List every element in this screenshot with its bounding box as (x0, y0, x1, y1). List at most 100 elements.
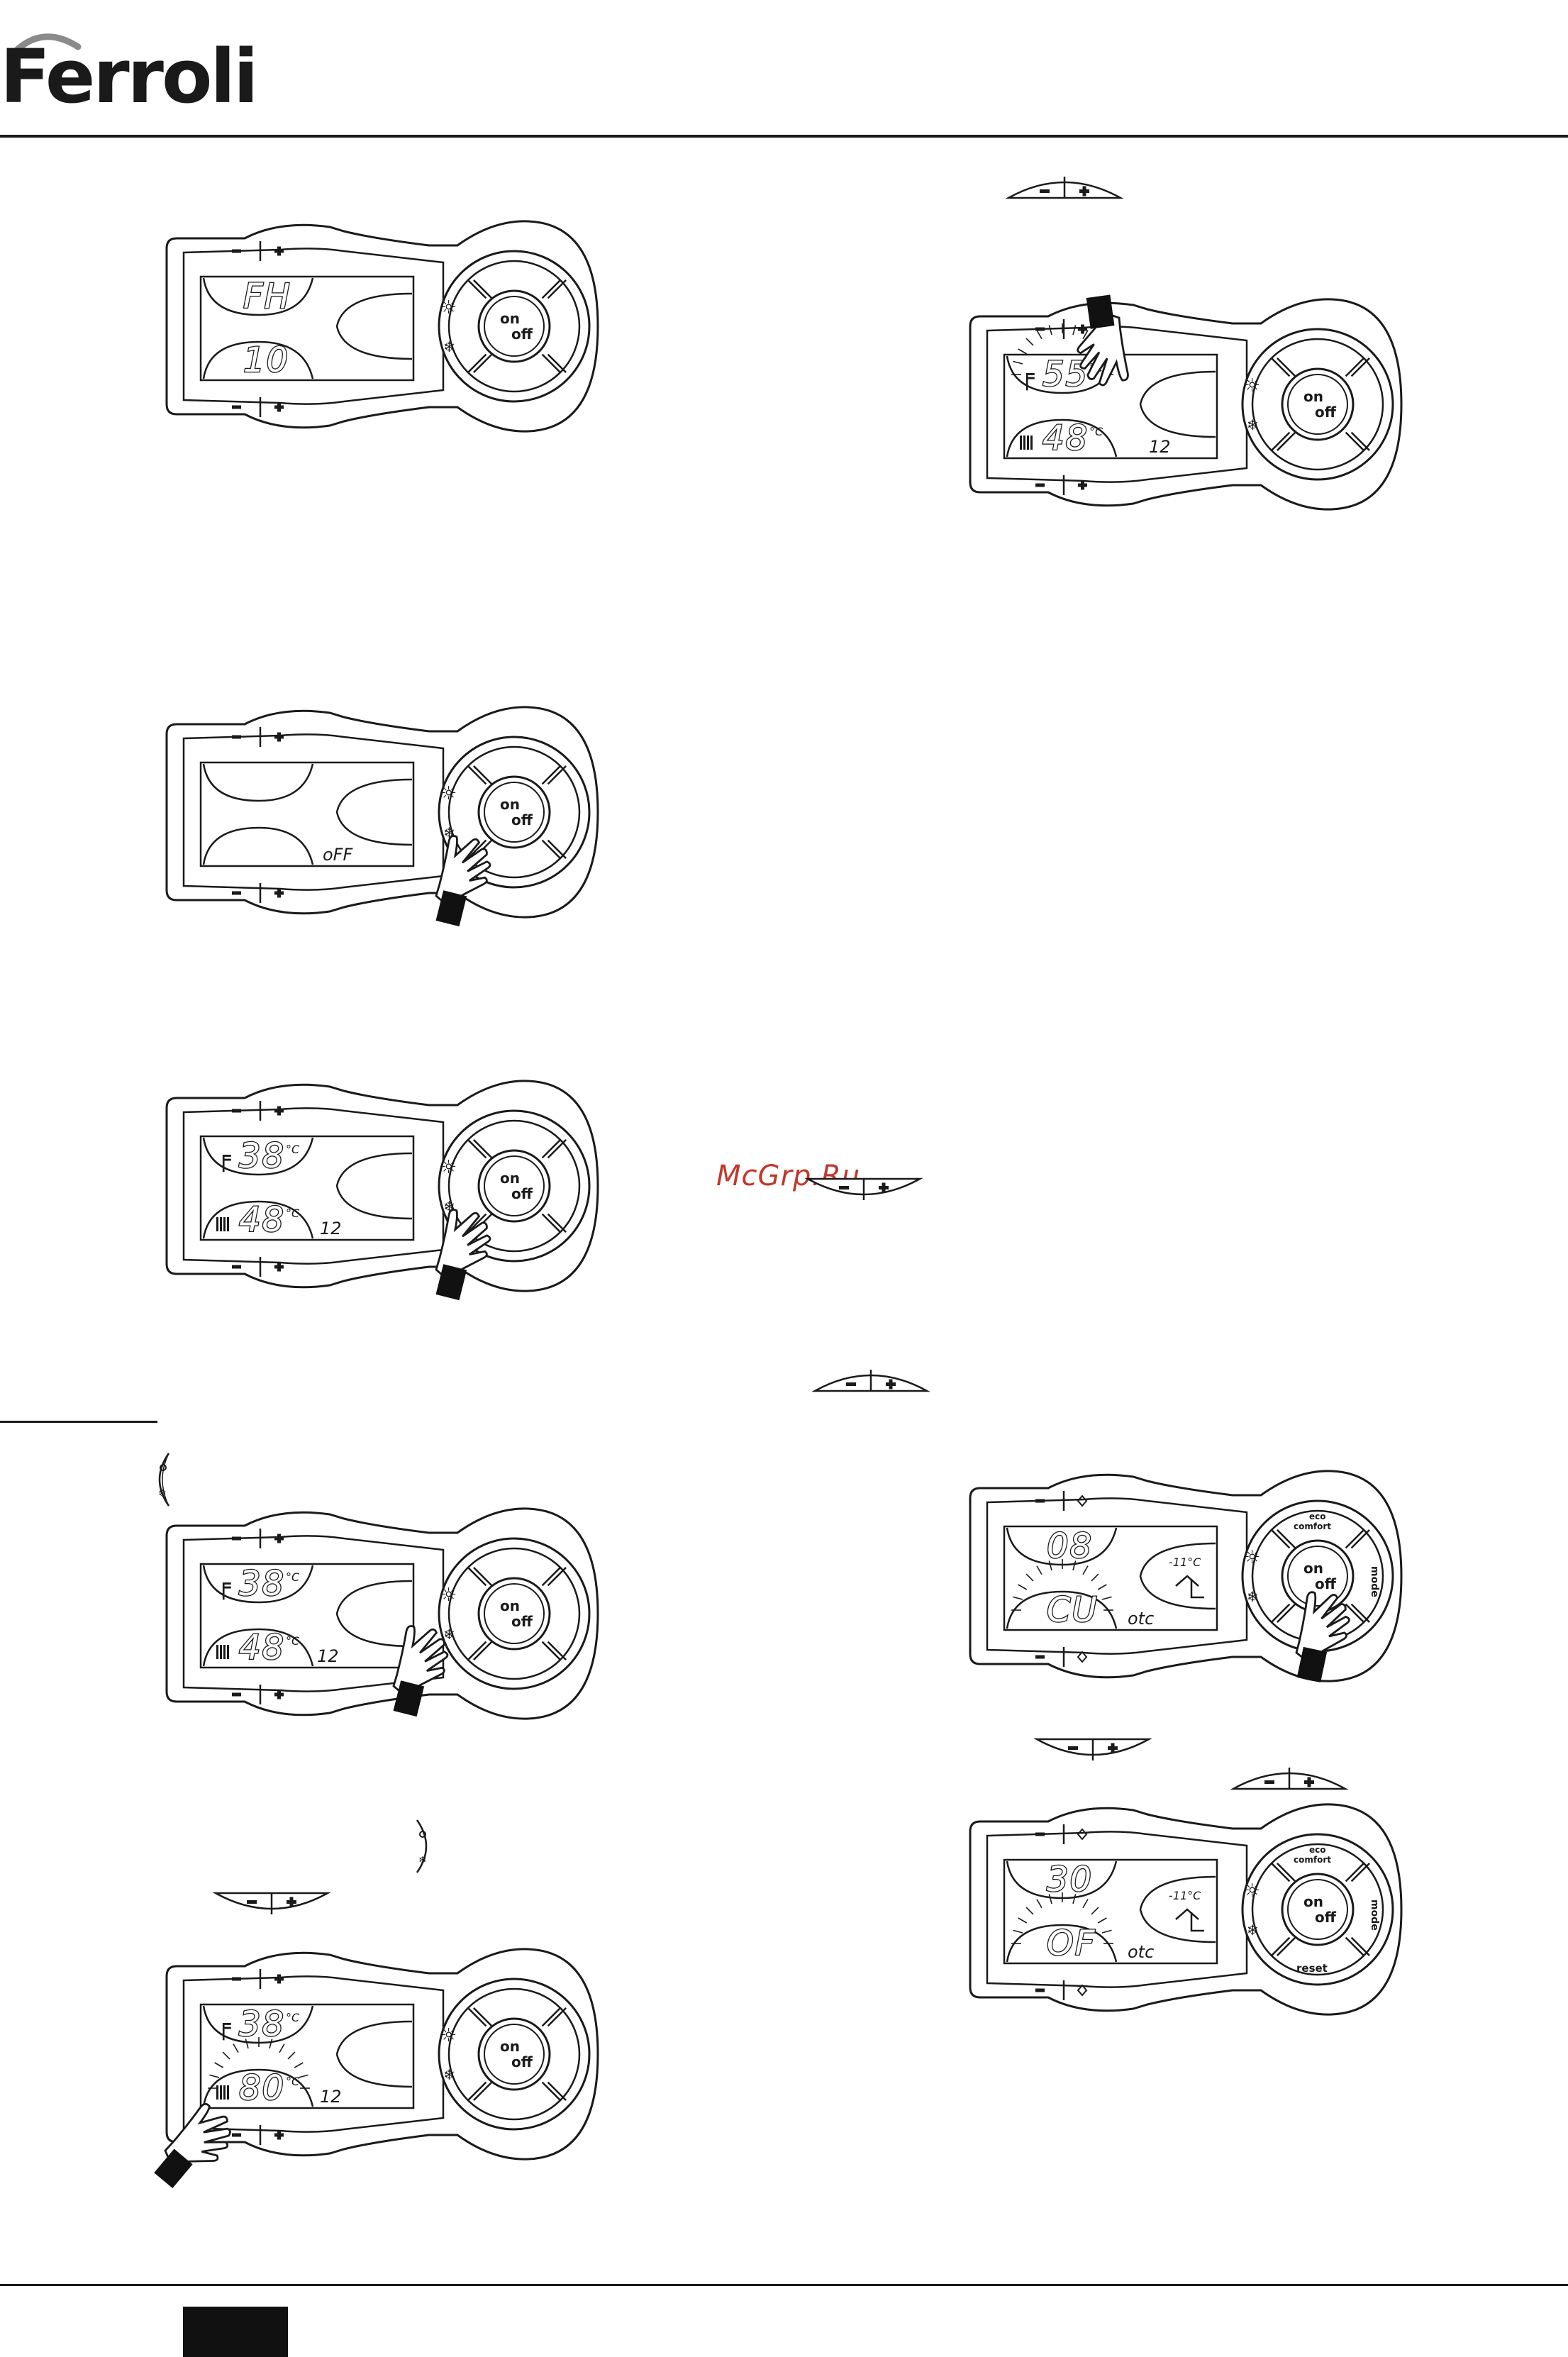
upper-value: 08 (1047, 1526, 1093, 1566)
summer-winter-key-icon: ❄ (149, 1451, 174, 1512)
summer-icon: ☼ (440, 783, 457, 804)
on-label: on (1303, 1893, 1323, 1910)
minus-icon (1035, 1499, 1045, 1503)
summer-icon: ☼ (1244, 375, 1260, 396)
upper-value: 55 (1042, 355, 1089, 394)
ferroli-logo: Ferroli (0, 14, 170, 113)
summer-icon: ☼ (440, 2025, 457, 2046)
minus-icon (1035, 1656, 1045, 1659)
outdoor-temp: -11°C (1169, 1555, 1201, 1569)
eco-label: eco (1309, 1512, 1326, 1521)
lower-unit: °C (286, 2075, 300, 2088)
off-label: off (511, 1185, 533, 1202)
upper-value: 38 (239, 2004, 285, 2044)
summer-winter-key-icon: ❄ (410, 1817, 435, 1878)
on-label: on (500, 2038, 520, 2055)
upper-unit: °C (286, 1143, 300, 1156)
plus-minus-key-icon (1006, 174, 1123, 204)
off-label: off (511, 326, 533, 343)
lower-unit: °C (1089, 425, 1103, 438)
upper-value: FH (243, 277, 291, 316)
minus-icon (232, 736, 241, 739)
minus-icon (232, 1693, 241, 1697)
control-panel-dhw-setpoint: ╒55°C48°C12onoff☼❄ (963, 298, 1417, 511)
upper-unit: °C (286, 1570, 300, 1584)
aux-value: 12 (320, 2087, 342, 2107)
plus-minus-key-icon (812, 1367, 930, 1397)
lower-value: CU (1047, 1590, 1099, 1630)
control-panel-summer-winter: ╒38°C48°C12onoff☼❄ (160, 1507, 613, 1720)
summer-icon: ☼ (440, 297, 457, 318)
panel-drawing: ╒38°C80°C12onoff☼❄ (160, 1948, 613, 2161)
plus-minus-key-icon (213, 1890, 330, 1920)
minus-icon (1035, 1989, 1045, 1992)
tap-icon: ╒ (1020, 362, 1035, 391)
lower-value: 80 (239, 2068, 285, 2108)
summer-icon: ☼ (1244, 1547, 1260, 1568)
comfort-label: comfort (1294, 1855, 1331, 1865)
upper-value: 38 (239, 1136, 285, 1176)
mode-label: mode (1369, 1900, 1380, 1931)
upper-unit: °C (286, 2011, 300, 2024)
eco-label: eco (1309, 1845, 1326, 1855)
winter-icon: ❄ (1247, 1588, 1259, 1605)
tap-icon: ╒ (216, 2012, 231, 2041)
lower-unit: °C (286, 1634, 300, 1648)
panel-drawing: FH10onoff☼❄ (160, 220, 613, 433)
minus-icon (232, 406, 241, 409)
off-label: off (1315, 404, 1337, 421)
control-panel-on: ╒38°C48°C12onoff☼❄ (160, 1080, 613, 1292)
winter-icon: ❄ (443, 1626, 455, 1643)
on-label: on (500, 1170, 520, 1187)
summer-icon: ☼ (440, 1585, 457, 1606)
lower-value: 10 (243, 340, 289, 380)
section-rule (0, 1421, 157, 1423)
off-label: off (511, 811, 533, 828)
comfort-label: comfort (1294, 1521, 1331, 1531)
cuff-icon (1086, 294, 1115, 328)
tap-icon: ╒ (216, 1144, 231, 1172)
off-label: off (511, 2053, 533, 2070)
page-number-tab (183, 2307, 288, 2357)
control-panel-off: oFFonoff☼❄ (160, 706, 613, 919)
off-label: off (1315, 1575, 1337, 1592)
minus-icon (232, 1109, 241, 1113)
winter-icon: ❄ (1247, 1921, 1259, 1939)
footer-rule (0, 2284, 1568, 2286)
on-label: on (1303, 1560, 1323, 1577)
minus-icon (1035, 484, 1045, 487)
aux-value: 12 (320, 1219, 342, 1238)
aux-value: oFF (323, 845, 353, 865)
outdoor-temp: -11°C (1169, 1889, 1201, 1902)
lower-unit: °C (286, 1207, 300, 1220)
plus-minus-key-icon (1230, 1765, 1348, 1795)
panel-drawing: 08CU otc -11°C onoff ☼ ❄ ecocomfort mode (963, 1470, 1417, 1682)
plus-minus-key-icon (805, 1176, 923, 1206)
summer-icon: ☼ (1244, 1880, 1260, 1902)
summer-icon: ☼ (440, 1157, 457, 1178)
panel-drawing: 30OFotc-11°Conoff☼❄ecocomfortmodereset (963, 1803, 1417, 2016)
lower-value: 48 (1042, 418, 1089, 458)
lower-value: 48 (239, 1628, 285, 1668)
reset-label: reset (1296, 1962, 1328, 1975)
aux-value: otc (1128, 1609, 1154, 1629)
minus-icon (1035, 1833, 1045, 1836)
on-label: on (500, 1597, 520, 1614)
off-label: off (1315, 1909, 1337, 1926)
minus-icon (232, 1978, 241, 1981)
off-label: off (511, 1613, 533, 1630)
lower-value: 48 (239, 1200, 285, 1240)
winter-icon: ❄ (443, 2066, 455, 2083)
mode-label: mode (1369, 1566, 1380, 1597)
minus-icon (232, 1537, 241, 1541)
on-label: on (500, 796, 520, 813)
header-rule (0, 135, 1568, 138)
aux-value: 12 (1149, 437, 1171, 457)
